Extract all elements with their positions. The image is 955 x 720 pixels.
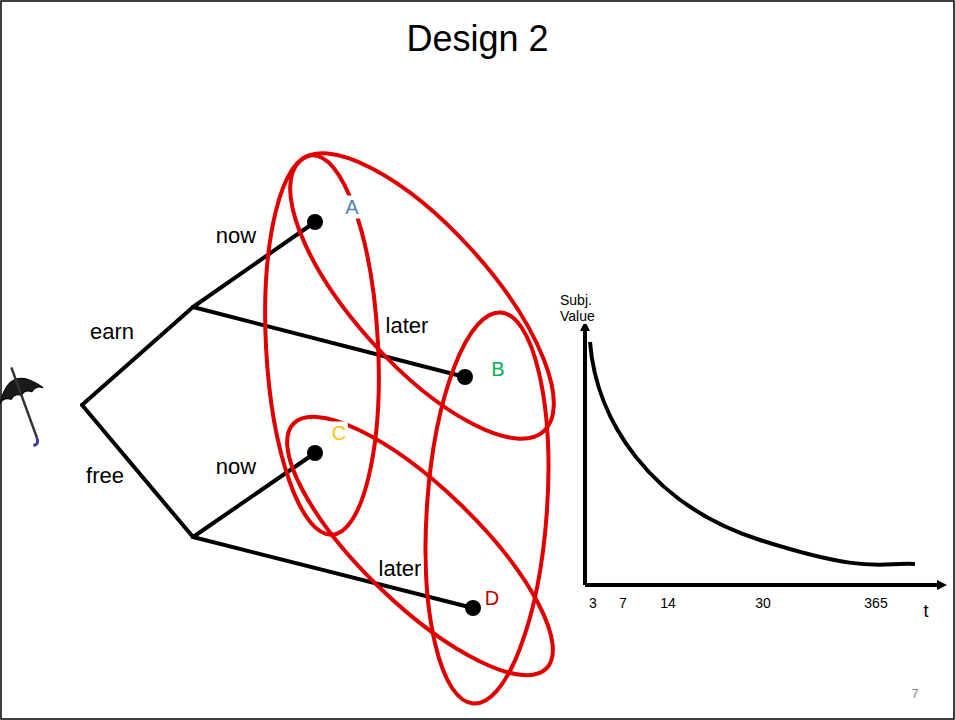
decision-tree — [82, 222, 473, 608]
branch-label: earn — [88, 319, 136, 344]
outcome-letter: D — [483, 587, 501, 610]
outcome-letter: C — [330, 422, 348, 445]
branch-label: free — [84, 463, 126, 488]
branch-label: now — [214, 223, 258, 248]
page-number: 7 — [910, 688, 921, 702]
tick-label: 30 — [753, 595, 773, 611]
grouping-ellipses — [250, 115, 595, 710]
outcome-letter: A — [343, 196, 360, 219]
tick-label: 365 — [862, 595, 889, 611]
branch-label: later — [384, 313, 431, 338]
outcome-letter: B — [489, 358, 506, 381]
tick-label: 3 — [587, 595, 599, 611]
umbrella-icon — [0, 360, 61, 452]
discount-graph — [585, 326, 942, 585]
axis-label: Subj. Value — [558, 292, 606, 324]
slide-title: Design 2 — [0, 18, 955, 60]
tick-label: 7 — [617, 595, 629, 611]
branch-label: later — [377, 556, 424, 581]
axis-label: t — [921, 601, 930, 622]
branch-label: now — [214, 454, 258, 479]
tick-label: 14 — [658, 595, 678, 611]
